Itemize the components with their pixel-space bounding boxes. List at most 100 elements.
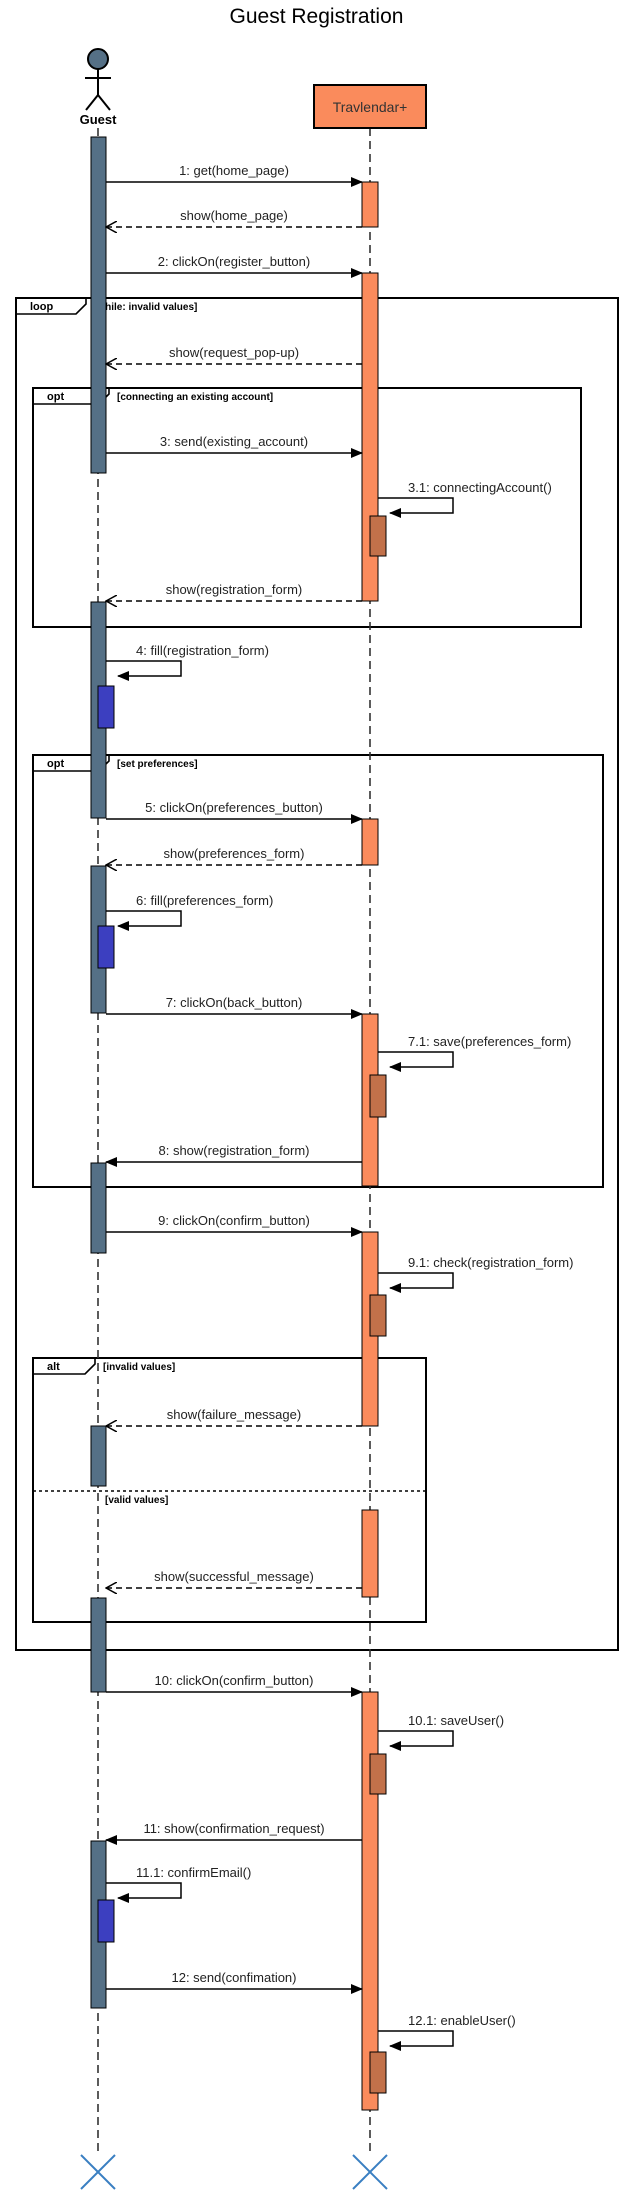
frame-else-guard: [valid values] [105, 1495, 168, 1506]
system-self-activation [369, 515, 387, 557]
frames-layer: loop [while: invalid values] opt [connectin… [15, 297, 619, 1651]
message-18: show(successful_message) [106, 1569, 362, 1588]
frame-operator: opt [47, 391, 64, 403]
self-message-arrow [106, 1882, 182, 1903]
self-message-arrow [378, 1051, 454, 1072]
message-9: 5: clickOn(preferences_button) [106, 800, 363, 824]
message-label: 7: clickOn(back_button) [166, 995, 303, 1010]
message-17: show(failure_message) [106, 1407, 362, 1426]
system-self-activation [369, 1294, 387, 1337]
self-message-arrow [106, 910, 182, 931]
activations-layer [90, 136, 387, 2111]
message-label: 2: clickOn(register_button) [158, 254, 310, 269]
guest-activation-bar [90, 1597, 107, 1693]
self-message-arrow [378, 2030, 454, 2051]
frame-opt-box [32, 387, 582, 628]
system-activation-bar [361, 1509, 379, 1598]
message-label: 11.1: confirmEmail() [136, 1865, 251, 1880]
message-5: 3: send(existing_account) [106, 434, 363, 458]
message-label: 12.1: enableUser() [408, 2013, 516, 2028]
messages-layer: 1: get(home_page) show(home_page) 2: click… [105, 163, 573, 2051]
message-4: show(request_pop-up) [106, 345, 362, 364]
guest-self-activation [97, 685, 115, 729]
destroy-stroke [352, 2154, 388, 2190]
frame-operator: alt [47, 1361, 60, 1373]
message-label: show(successful_message) [154, 1569, 314, 1584]
message-label: 7.1: save(preferences_form) [408, 1034, 571, 1049]
guest-destroy-icon [80, 2154, 116, 2190]
diagram-title: Guest Registration [229, 5, 404, 28]
self-message-arrow [106, 660, 182, 681]
message-label: show(request_pop-up) [169, 345, 299, 360]
message-label: show(registration_form) [166, 582, 303, 597]
message-label: show(failure_message) [167, 1407, 301, 1422]
message-label: 5: clickOn(preferences_button) [145, 800, 323, 815]
message-label: 10: clickOn(confirm_button) [155, 1673, 314, 1688]
self-message-arrow [378, 1730, 454, 1751]
actor-leg-left [85, 94, 99, 111]
message-label: show(home_page) [180, 208, 288, 223]
message-11: 6: fill(preferences_form) [106, 893, 273, 931]
message-label: 4: fill(registration_form) [136, 643, 269, 658]
message-8: 4: fill(registration_form) [106, 643, 269, 681]
message-16: 9.1: check(registration_form) [378, 1255, 573, 1293]
destroy-stroke [80, 2154, 116, 2190]
frame-guard: [while: invalid values] [94, 302, 197, 313]
system-box [313, 84, 427, 129]
actor-leg-right [97, 94, 111, 111]
message-14: 8: show(registration_form) [105, 1143, 362, 1167]
system-self-activation [369, 1753, 387, 1795]
message-20: 10.1: saveUser() [378, 1713, 504, 1751]
guest-actor [85, 48, 111, 111]
frame-loop-box [15, 297, 619, 1651]
frame-guard: [connecting an existing account] [117, 392, 273, 403]
system-destroy-icon [352, 2154, 388, 2190]
system-self-activation [369, 1074, 387, 1118]
message-label: 12: send(confimation) [171, 1970, 296, 1985]
message-label: 9.1: check(registration_form) [408, 1255, 573, 1270]
message-2: show(home_page) [106, 208, 362, 227]
message-21: 11: show(confirmation_request) [105, 1821, 362, 1845]
message-24: 12.1: enableUser() [378, 2013, 516, 2051]
message-label: 1: get(home_page) [179, 163, 289, 178]
guest-activation-bar [90, 136, 107, 474]
message-label: 10.1: saveUser() [408, 1713, 504, 1728]
message-13: 7.1: save(preferences_form) [378, 1034, 571, 1072]
message-22: 11.1: confirmEmail() [106, 1865, 251, 1903]
guest-self-activation [97, 925, 115, 969]
message-6: 3.1: connectingAccount() [378, 480, 552, 518]
frame-operator: opt [47, 758, 64, 770]
message-15: 9: clickOn(confirm_button) [106, 1213, 363, 1237]
participants-layer: Guest Travlendar+ [80, 48, 427, 2190]
frame-guard: [invalid values] [103, 1362, 175, 1373]
self-message-arrow [378, 497, 454, 518]
system-activation-bar [361, 181, 379, 228]
message-label: 9: clickOn(confirm_button) [158, 1213, 310, 1228]
system-name: Travlendar+ [333, 99, 408, 115]
guest-name: Guest [80, 112, 118, 127]
system-self-activation [369, 2051, 387, 2094]
message-10: show(preferences_form) [106, 846, 362, 865]
frame-operator: loop [30, 301, 53, 313]
frame-alt-box [32, 1357, 427, 1623]
guest-self-activation [97, 1899, 115, 1943]
lifelines-layer [97, 128, 371, 2155]
guest-activation-bar [90, 1425, 107, 1487]
frame-guard: [set preferences] [117, 759, 198, 770]
message-19: 10: clickOn(confirm_button) [106, 1673, 363, 1697]
self-message-arrow [378, 1272, 454, 1293]
message-label: 6: fill(preferences_form) [136, 893, 273, 908]
system-activation-bar [361, 818, 379, 866]
frame-tab [16, 298, 87, 315]
actor-head-icon [87, 48, 109, 70]
message-3: 2: clickOn(register_button) [106, 254, 363, 278]
message-1: 1: get(home_page) [106, 163, 363, 187]
message-label: 3.1: connectingAccount() [408, 480, 552, 495]
guest-activation-bar [90, 1162, 107, 1254]
message-12: 7: clickOn(back_button) [106, 995, 363, 1019]
message-label: 8: show(registration_form) [159, 1143, 310, 1158]
message-label: 11: show(confirmation_request) [143, 1821, 324, 1836]
message-23: 12: send(confimation) [106, 1970, 363, 1994]
